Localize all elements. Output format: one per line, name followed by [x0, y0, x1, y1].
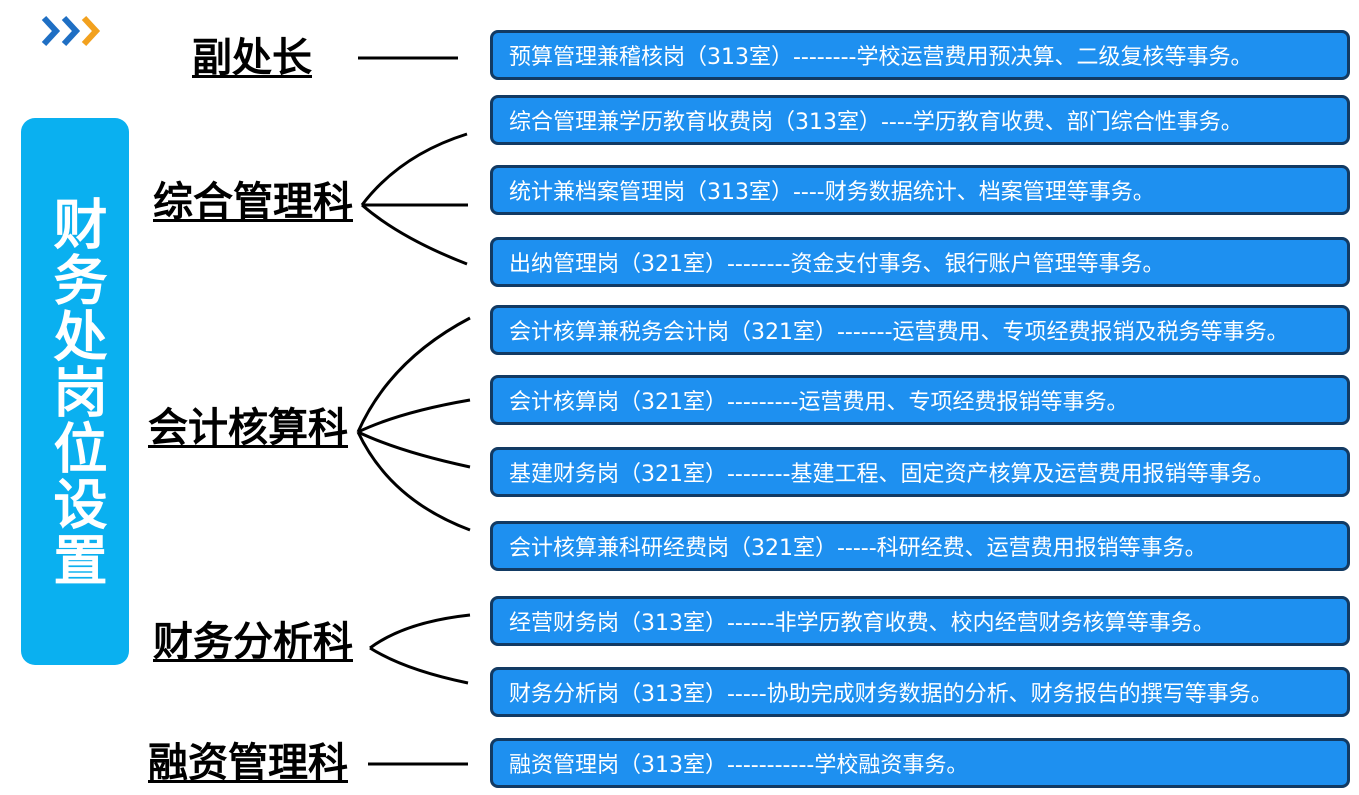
post-budget-audit: 预算管理兼稽核岗（313室）--------学校运营费用预决算、二级复核等事务。	[490, 30, 1350, 80]
post-financing: 融资管理岗（313室）-----------学校融资事务。	[490, 738, 1350, 788]
dept-deputy-director: 副处长	[192, 35, 312, 81]
page-title-box: 财务处岗位设置	[21, 118, 129, 665]
page-title: 财务处岗位设置	[44, 196, 107, 588]
dept-general-management: 综合管理科	[153, 179, 353, 225]
post-accounting: 会计核算岗（321室）---------运营费用、专项经费报销等事务。	[490, 375, 1350, 425]
connector-analysis	[369, 646, 469, 685]
connector-accounting	[357, 398, 471, 434]
double-chevron-right-icon	[41, 15, 101, 47]
dept-financial-analysis: 财务分析科	[153, 619, 353, 665]
post-capital-construction: 基建财务岗（321室）--------基建工程、固定资产核算及运营费用报销等事务…	[490, 447, 1350, 497]
post-cashier: 出纳管理岗（321室）--------资金支付事务、银行账户管理等事务。	[490, 237, 1350, 287]
post-general-tuition: 综合管理兼学历教育收费岗（313室）----学历教育收费、部门综合性事务。	[490, 95, 1350, 145]
connector-accounting	[356, 431, 471, 532]
connector-analysis	[369, 613, 471, 650]
connector-general	[360, 132, 468, 206]
post-financial-analysis: 财务分析岗（313室）-----协助完成财务数据的分析、财务报告的撰写等事务。	[490, 667, 1350, 717]
post-statistics-archive: 统计兼档案管理岗（313室）----财务数据统计、档案管理等事务。	[490, 165, 1350, 215]
dept-financing: 融资管理科	[148, 740, 348, 786]
post-accounting-tax: 会计核算兼税务会计岗（321室）-------运营费用、专项经费报销及税务等事务…	[490, 305, 1350, 355]
connector-accounting	[357, 430, 471, 469]
connector-general	[361, 203, 468, 266]
post-business-finance: 经营财务岗（313室）------非学历教育收费、校内经营财务核算等事务。	[490, 596, 1350, 646]
post-research-funds: 会计核算兼科研经费岗（321室）-----科研经费、运营费用报销等事务。	[490, 521, 1350, 571]
connector-accounting	[356, 316, 471, 433]
dept-accounting: 会计核算科	[148, 405, 348, 451]
